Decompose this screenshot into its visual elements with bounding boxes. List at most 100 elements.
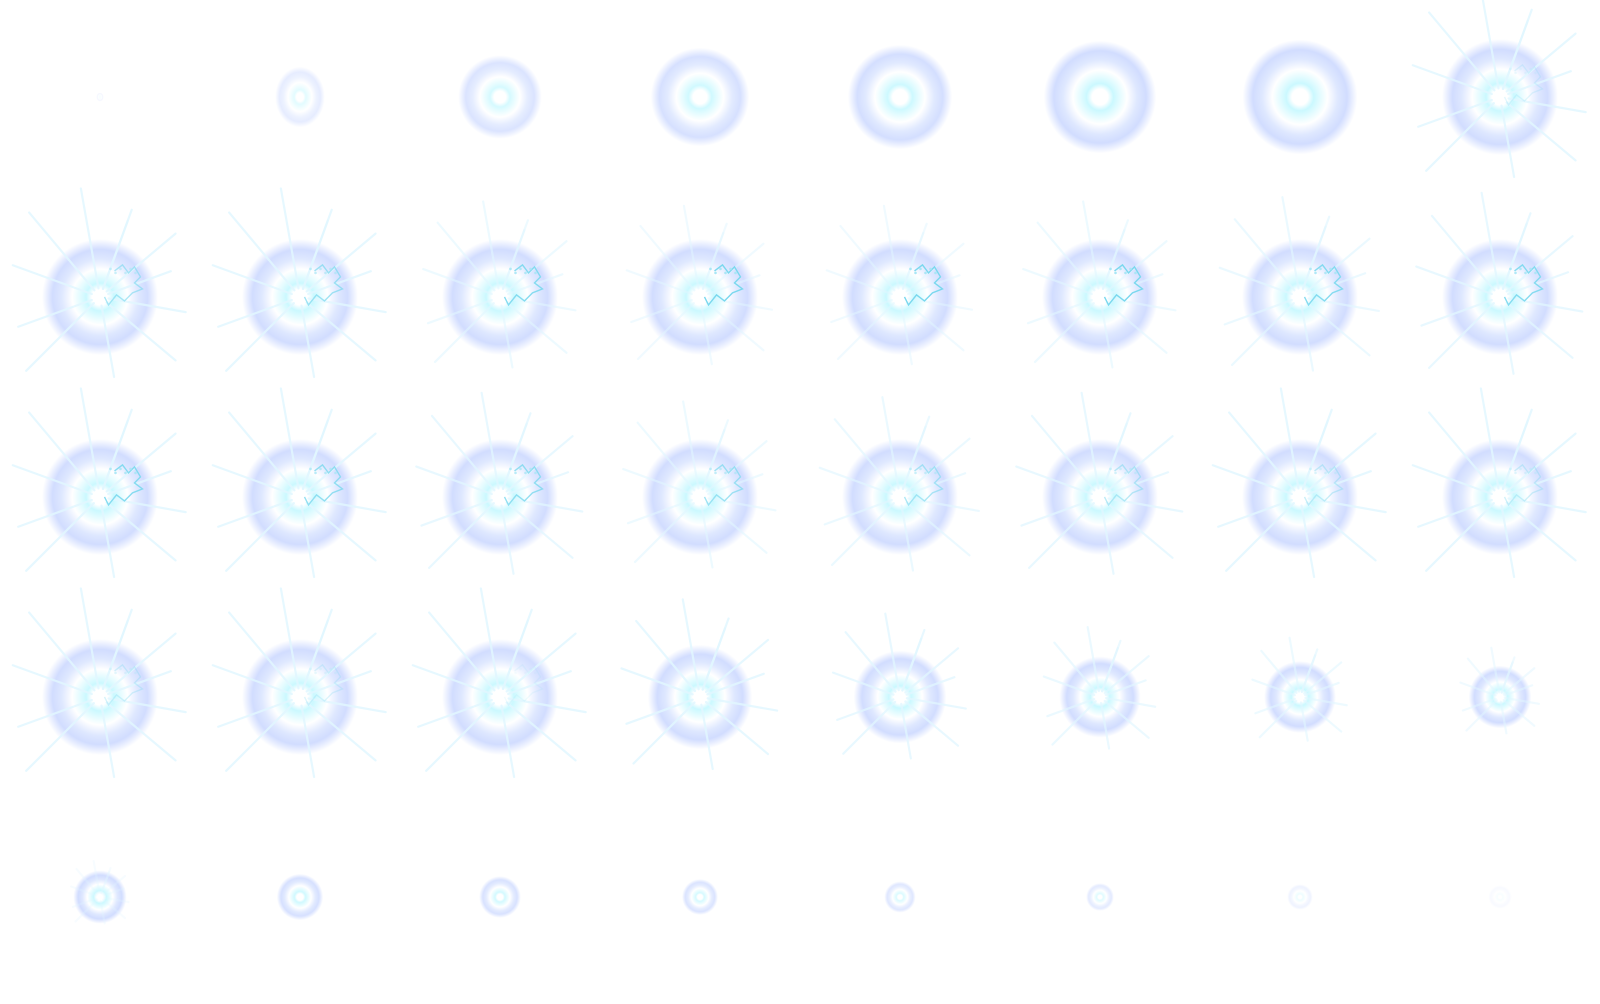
light-ray (279, 587, 300, 690)
spark-dot (1314, 471, 1317, 475)
spark-dot (1324, 471, 1327, 475)
sprite-frame-10 (211, 187, 387, 379)
light-ray (425, 702, 495, 772)
light-ray (1505, 235, 1574, 293)
light-ray (228, 611, 296, 692)
light-ray (705, 501, 768, 554)
spark-dot (529, 467, 532, 471)
light-ray (225, 302, 295, 372)
light-ray (105, 232, 177, 293)
spark-dot (324, 271, 327, 275)
sprite-frame-6 (1043, 40, 1157, 154)
sprite-frame-29 (831, 612, 967, 760)
spark-dot (524, 271, 527, 275)
spark-dot (309, 467, 312, 471)
light-ray (1507, 70, 1572, 96)
light-ray (1300, 304, 1315, 372)
glow-orb (1043, 40, 1157, 154)
light-ray (217, 498, 293, 528)
light-ray (636, 302, 695, 361)
light-ray (25, 702, 95, 772)
spark-arc (303, 263, 344, 307)
light-ray (102, 887, 125, 897)
glow-orb (73, 870, 127, 924)
light-ray (700, 703, 714, 771)
light-ray (305, 701, 377, 762)
spark-dot (734, 471, 737, 475)
light-ray (507, 471, 570, 496)
light-ray (300, 504, 316, 579)
glow-orb (1086, 883, 1114, 911)
spark-dot (709, 267, 712, 271)
light-ray (505, 632, 577, 693)
sprite-frame-8 (1411, 0, 1587, 179)
light-ray (92, 859, 101, 895)
light-ray (1082, 200, 1100, 290)
spark-dot (714, 271, 717, 275)
light-ray (844, 631, 897, 693)
light-ray (905, 501, 971, 557)
light-ray (501, 619, 529, 690)
light-ray (842, 700, 897, 755)
sprite-frame-7 (1242, 39, 1358, 155)
light-ray (700, 504, 714, 569)
light-ray (1015, 465, 1093, 496)
spark-dot (1134, 471, 1137, 475)
spark-dot (1129, 467, 1132, 471)
light-ray (102, 896, 130, 904)
spark-arc (903, 463, 944, 507)
spark-dot (1119, 267, 1122, 271)
light-ray (1305, 237, 1371, 293)
spark-dot (529, 267, 532, 271)
light-ray (70, 885, 98, 897)
sprite-frame-30 (1042, 626, 1157, 750)
light-ray (1417, 98, 1493, 128)
sprite-frame-18 (211, 387, 387, 579)
glow-orb (650, 47, 750, 147)
sprite-frame-33 (70, 859, 130, 925)
spark-dot (1509, 267, 1512, 271)
spark-dot (309, 667, 312, 671)
light-ray (1304, 696, 1348, 707)
light-ray (839, 224, 896, 292)
spark-arc (503, 463, 544, 507)
light-ray (1501, 419, 1529, 490)
spark-dot (329, 667, 332, 671)
light-ray (901, 231, 925, 290)
light-ray (300, 704, 316, 779)
light-ray (1500, 504, 1516, 579)
light-ray (1300, 504, 1316, 579)
spark-arc (1503, 463, 1544, 507)
light-ray (1281, 196, 1300, 290)
spark-dot (114, 671, 117, 675)
light-ray (1233, 218, 1296, 292)
light-ray (100, 304, 116, 379)
light-ray (100, 870, 111, 895)
glow-orb (479, 876, 521, 918)
light-ray (105, 701, 177, 762)
spark-arc (103, 663, 144, 707)
light-ray (100, 867, 112, 895)
light-ray (505, 435, 574, 493)
light-ray (211, 264, 293, 296)
spark-dot (909, 467, 912, 471)
spark-dot (514, 671, 517, 675)
sprite-frame-12 (625, 204, 774, 366)
spark-dot (129, 667, 132, 671)
spark-dot (914, 471, 917, 475)
spark-dot (914, 271, 917, 275)
light-ray (1303, 661, 1343, 695)
light-ray (217, 698, 293, 728)
sprite-frame-9 (11, 187, 187, 379)
light-ray (101, 419, 129, 490)
light-ray (1459, 681, 1497, 697)
light-ray (301, 219, 329, 290)
light-ray (825, 269, 893, 296)
light-ray (901, 425, 927, 490)
light-ray (225, 502, 295, 572)
spark-dot (119, 467, 122, 471)
light-ray (25, 302, 95, 372)
light-ray (1103, 655, 1150, 695)
light-ray (905, 301, 965, 352)
